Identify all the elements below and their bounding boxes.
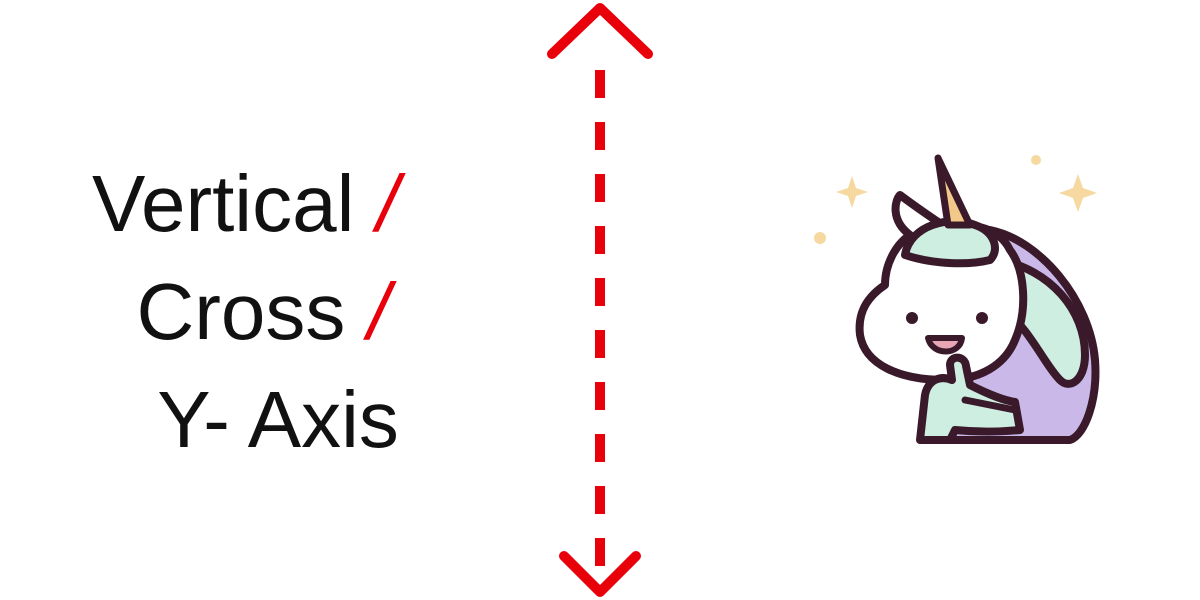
left-eye-icon <box>906 312 918 324</box>
label-line-cross: Cross / <box>92 258 399 366</box>
label-vertical: Vertical <box>92 159 355 248</box>
arrowhead-up-icon <box>547 3 653 59</box>
right-eye-icon <box>976 312 988 324</box>
arrowhead-down-icon <box>559 551 641 597</box>
label-line-y-axis: Y- Axis <box>92 366 399 474</box>
sparkle-icon <box>1059 174 1097 212</box>
label-line-vertical: Vertical / <box>92 150 399 258</box>
sparkle-dot-icon <box>1031 155 1041 165</box>
mouth-icon <box>925 335 965 355</box>
label-cross: Cross <box>136 267 346 356</box>
unicorn-thumbs-up-icon <box>814 154 1100 444</box>
separator-slash: / <box>367 267 390 356</box>
label-y-axis: Y- Axis <box>157 375 399 464</box>
sparkle-icon <box>836 176 868 208</box>
separator-slash: / <box>376 159 399 248</box>
sparkle-dot-icon <box>814 232 826 244</box>
axis-label-block: Vertical / Cross / Y- Axis <box>92 150 399 474</box>
